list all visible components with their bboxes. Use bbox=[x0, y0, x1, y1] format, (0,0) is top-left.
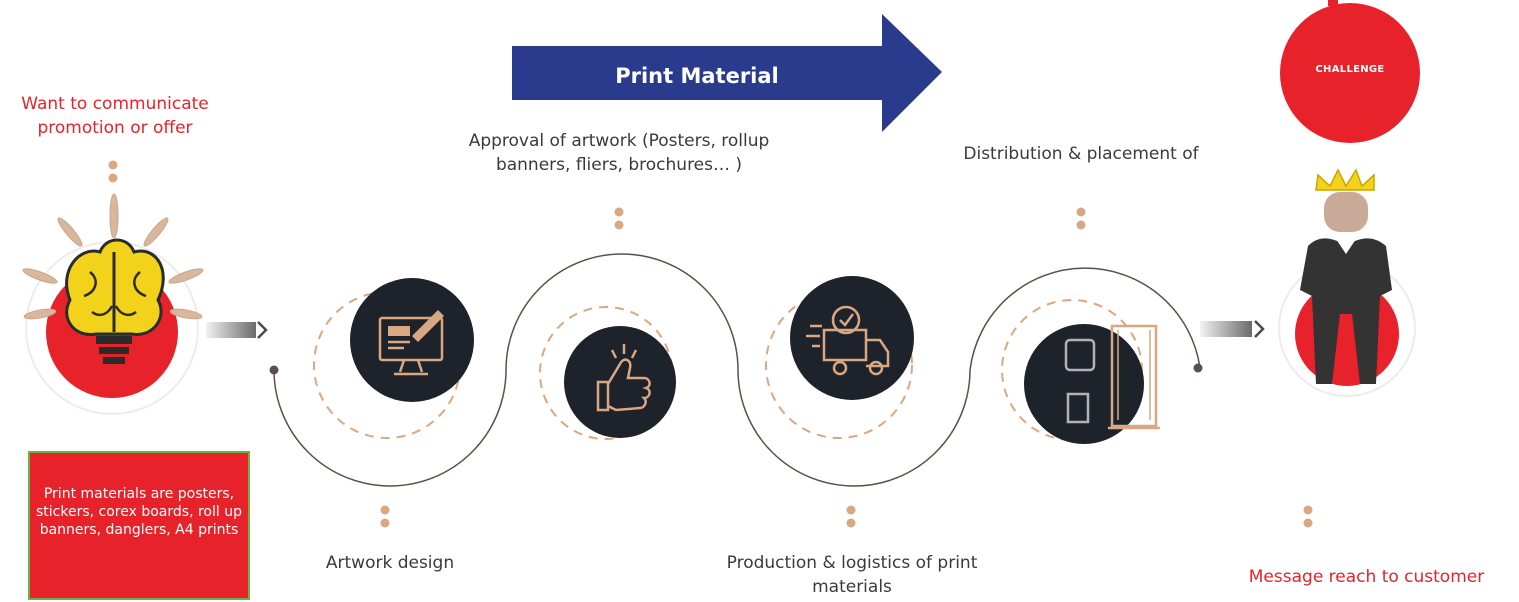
challenge-badge-label: CHALLENGE bbox=[1315, 64, 1385, 75]
right-progress-arrow-icon bbox=[1200, 320, 1265, 338]
step-3-label: Production & logistics of print material… bbox=[726, 553, 978, 597]
step-2-node bbox=[539, 306, 676, 440]
wave-end-dot bbox=[1193, 363, 1203, 373]
corner-accent bbox=[1328, 0, 1338, 6]
idea-lightbulb-icon bbox=[22, 193, 204, 415]
delivery-truck-icon bbox=[806, 305, 890, 376]
display-stand-icon bbox=[1064, 324, 1160, 430]
step-2-label: Approval of artwork (Posters, rollup ban… bbox=[468, 131, 770, 175]
step-4-node bbox=[1001, 299, 1160, 444]
step-3-node bbox=[765, 276, 914, 439]
wave-start-dot bbox=[269, 365, 279, 375]
print-materials-info-box: Print materials are posters, stickers, c… bbox=[28, 451, 250, 600]
banner-label: Print Material bbox=[615, 64, 779, 88]
print-material-arrow bbox=[512, 14, 942, 132]
dot-connectors bbox=[108, 160, 1313, 528]
wave-connector bbox=[273, 253, 1201, 487]
end-text: Message reach to customer bbox=[1248, 567, 1485, 587]
monitor-design-icon bbox=[378, 310, 444, 376]
challenge-badge bbox=[1280, 3, 1420, 143]
start-text: Want to communicate promotion or offer bbox=[21, 94, 209, 138]
step-4-label: Distribution & placement of bbox=[963, 144, 1199, 164]
crowned-customer-icon bbox=[1300, 168, 1392, 384]
left-progress-arrow-icon bbox=[206, 321, 268, 339]
step-1-label: Artwork design bbox=[325, 553, 455, 573]
step-1-node bbox=[313, 278, 474, 439]
thumbs-up-icon bbox=[596, 344, 651, 412]
